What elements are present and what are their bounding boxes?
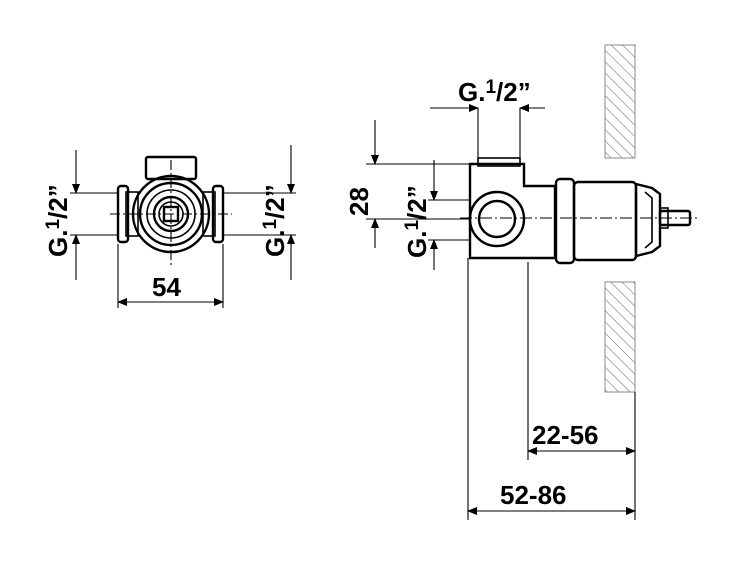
side-thread-top-label: G.1/2” [458, 77, 531, 107]
front-thread-left-label: G.1/2” [43, 184, 73, 257]
svg-text:G.1/2”: G.1/2” [260, 184, 290, 257]
svg-text:28: 28 [344, 187, 374, 216]
wall-lower [604, 281, 636, 393]
side-thread-side-label: G.1/2” [402, 185, 432, 258]
side-offset-label: 28 [344, 187, 374, 216]
side-view: G.1/2” 28 G.1/2” 22-56 52-86 [344, 44, 700, 520]
svg-text:G.1/2”: G.1/2” [402, 185, 432, 258]
cartridge-cap [634, 182, 662, 258]
front-thread-right-label: G.1/2” [260, 184, 290, 257]
front-width-label: 54 [152, 272, 181, 302]
svg-text:G.1/2”: G.1/2” [43, 184, 73, 257]
depth-short-label: 22-56 [532, 420, 599, 450]
cartridge-body [572, 180, 638, 262]
front-view: G.1/2” G.1/2” 54 [43, 145, 296, 308]
wall-upper [604, 44, 636, 159]
depth-total-label: 52-86 [500, 480, 567, 510]
cartridge-ring [554, 177, 576, 265]
